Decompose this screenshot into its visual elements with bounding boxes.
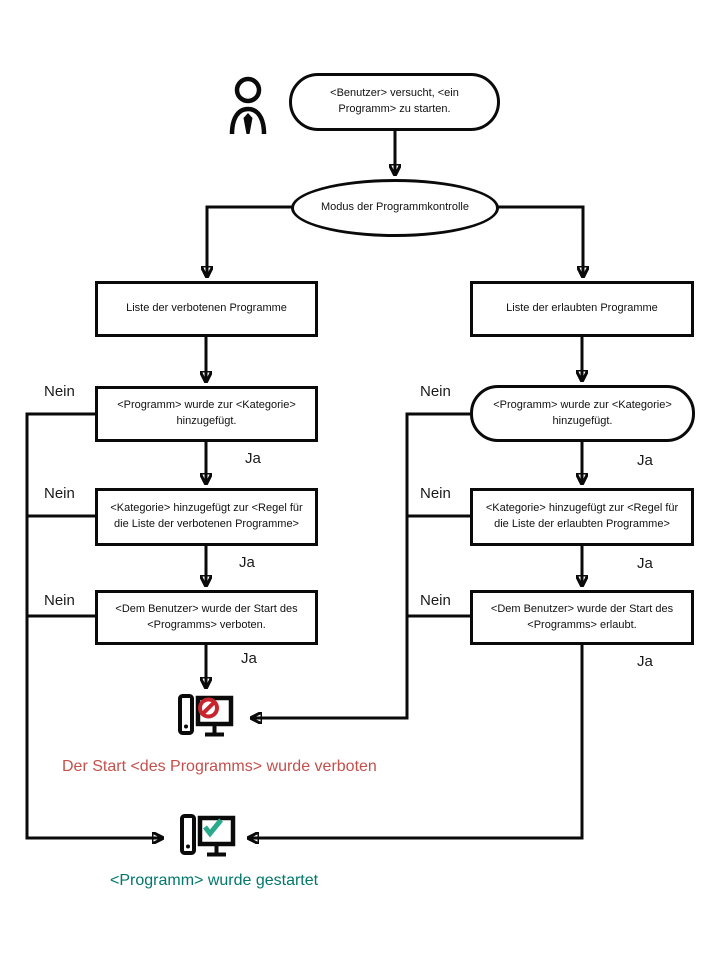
node-control-mode: Modus der Programmkontrolle <box>291 179 499 237</box>
node-denied-category-check-label: <Programm> wurde zur <Kategorie> hinzuge… <box>117 399 296 427</box>
computer-blocked-icon <box>178 694 234 737</box>
edge-label-nein: Nein <box>420 485 451 502</box>
edge-label-nein: Nein <box>44 592 75 609</box>
node-control-mode-label: Modus der Programmkontrolle <box>321 201 469 214</box>
line-allowed-ja-to-started <box>249 645 584 838</box>
node-allowed-result-label: <Dem Benutzer> wurde der Start des <Prog… <box>490 602 674 631</box>
node-allowed-list-label: Liste der erlaubten Programme <box>506 302 658 315</box>
node-denied-list-label: Liste der verbotenen Programme <box>126 302 287 315</box>
check-mark-icon <box>203 818 223 838</box>
node-denied-rule-check: <Kategorie> hinzugefügt zur <Regel für d… <box>95 488 318 546</box>
arrow-mode-to-denied-list <box>207 205 293 276</box>
edge-label-ja: Ja <box>245 450 261 467</box>
edge-label-ja: Ja <box>239 554 255 571</box>
line-allowed-nein-trunk <box>252 412 470 718</box>
edge-label-ja: Ja <box>637 653 653 670</box>
outcome-blocked-text: Der Start <des Programms> wurde verboten <box>62 758 377 775</box>
node-allowed-result: <Dem Benutzer> wurde der Start des <Prog… <box>470 590 694 645</box>
node-denied-rule-check-label: <Kategorie> hinzugefügt zur <Regel für d… <box>110 502 303 530</box>
node-allowed-category-check: <Programm> wurde zur <Kategorie> hinzuge… <box>470 385 695 442</box>
node-denied-list: Liste der verbotenen Programme <box>95 281 318 337</box>
node-start: <Benutzer> versucht, <ein Programm> zu s… <box>289 73 500 131</box>
node-allowed-rule-check-label: <Kategorie> hinzugefügt zur <Regel für d… <box>485 502 679 530</box>
node-start-label: <Benutzer> versucht, <ein Programm> zu s… <box>330 87 459 115</box>
user-icon <box>229 76 267 134</box>
node-denied-category-check: <Programm> wurde zur <Kategorie> hinzuge… <box>95 386 318 442</box>
arrow-mode-to-allowed-list <box>497 205 583 276</box>
prohibition-sign-icon <box>198 697 219 719</box>
edge-label-nein: Nein <box>44 485 75 502</box>
edge-label-nein: Nein <box>420 383 451 400</box>
edge-label-ja: Ja <box>637 555 653 572</box>
edge-label-ja: Ja <box>241 650 257 667</box>
edge-label-nein: Nein <box>420 592 451 609</box>
node-allowed-list: Liste der erlaubten Programme <box>470 281 694 337</box>
outcome-started-text: <Programm> wurde gestartet <box>110 872 319 889</box>
edge-label-nein: Nein <box>44 383 75 400</box>
node-allowed-category-check-label: <Programm> wurde zur <Kategorie> hinzuge… <box>493 398 672 427</box>
node-denied-result: <Dem Benutzer> wurde der Start des <Prog… <box>95 590 318 645</box>
node-allowed-rule-check: <Kategorie> hinzugefügt zur <Regel für d… <box>470 488 694 546</box>
node-denied-result-label: <Dem Benutzer> wurde der Start des <Prog… <box>115 602 298 631</box>
computer-started-icon <box>180 814 236 857</box>
line-denied-nein-trunk <box>25 412 162 838</box>
edge-label-ja: Ja <box>637 452 653 469</box>
